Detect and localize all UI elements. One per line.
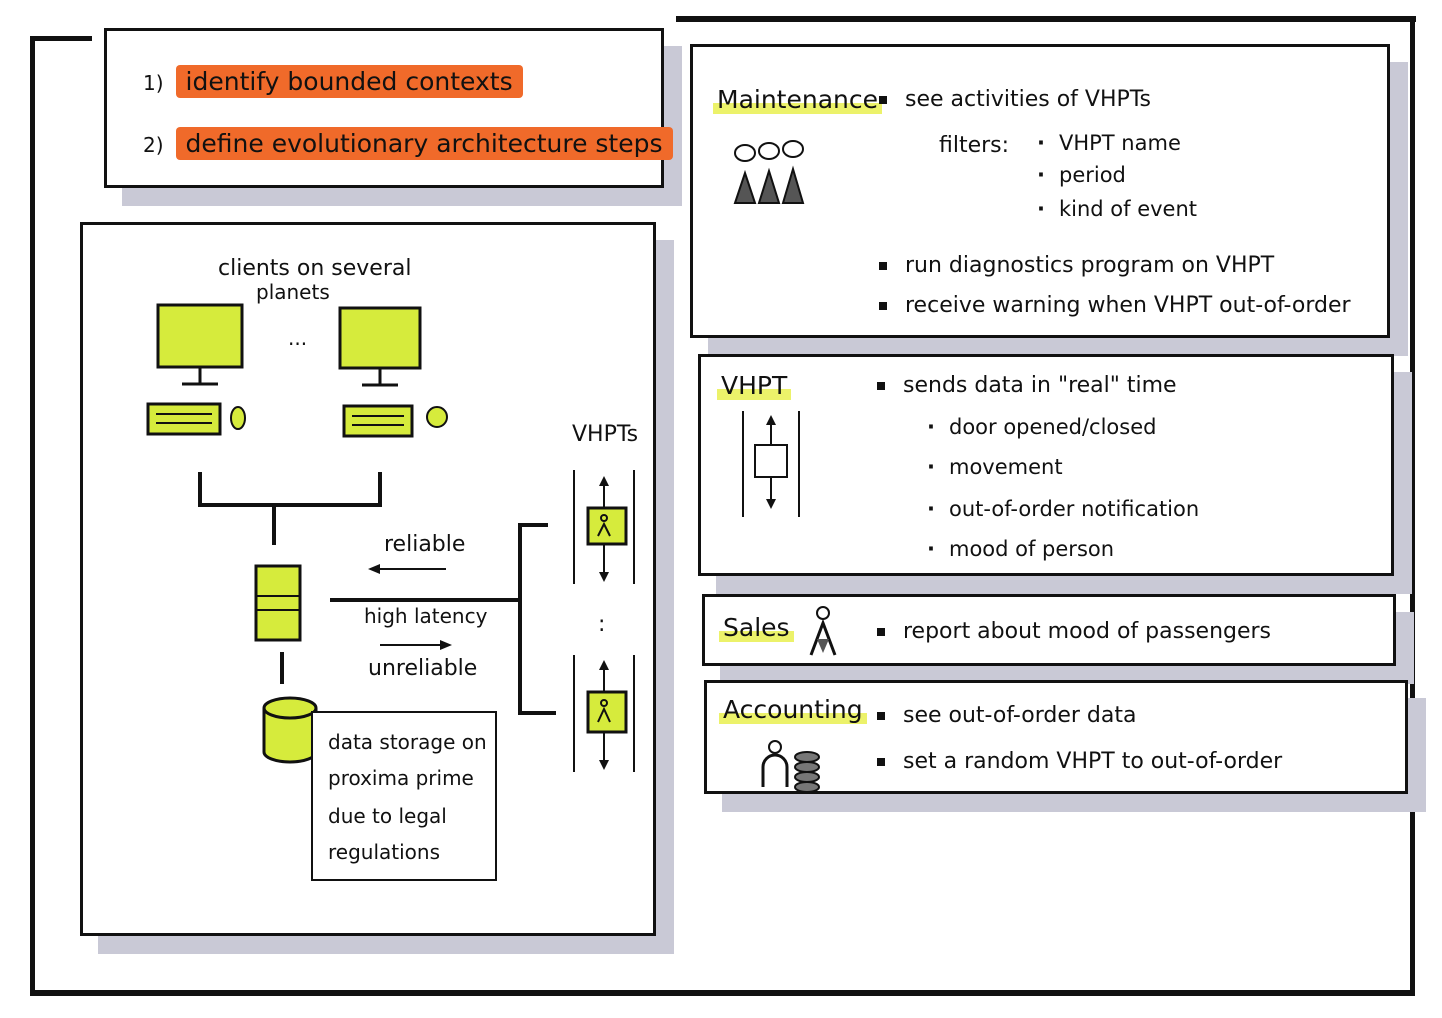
accounting-bullet: set a random VHPT to out-of-order bbox=[877, 749, 1282, 774]
vhpt-title: VHPT bbox=[717, 371, 792, 400]
vhpts-label: VHPTs bbox=[572, 422, 639, 447]
frame-left bbox=[30, 36, 35, 996]
goal-item: 1) identify bounded contexts bbox=[143, 65, 523, 98]
goal-item: 2) define evolutionary architecture steps bbox=[143, 127, 673, 160]
clients-ellipsis: ... bbox=[288, 326, 308, 350]
goal-number: 2) bbox=[143, 133, 164, 157]
frame-top-right bbox=[676, 16, 1416, 22]
frame-bottom bbox=[30, 990, 1415, 996]
maintenance-bullet: receive warning when VHPT out-of-order bbox=[879, 293, 1351, 318]
high-latency-label: high latency bbox=[364, 604, 488, 628]
monitor-icon bbox=[338, 306, 422, 387]
accounting-bullet: see out-of-order data bbox=[877, 703, 1136, 728]
accounting-panel: Accounting see out-of-order data set a r… bbox=[704, 680, 1408, 794]
clients-label: clients on several bbox=[218, 256, 412, 281]
maintenance-bullet: see activities of VHPTs bbox=[879, 87, 1151, 112]
maintenance-bullet: run diagnostics program on VHPT bbox=[879, 253, 1274, 278]
filters-label: filters: bbox=[939, 133, 1010, 158]
keyboard-icon bbox=[342, 404, 414, 438]
vhpt-panel: VHPT sends data in "real" time door open… bbox=[698, 354, 1394, 576]
mouse-icon bbox=[426, 406, 448, 428]
keyboard-icon bbox=[146, 402, 222, 436]
storage-note-line: proxima prime bbox=[328, 766, 474, 790]
person-icon bbox=[761, 740, 789, 787]
filter-item: kind of event bbox=[1037, 197, 1197, 221]
frame-right bbox=[1410, 16, 1415, 996]
accounting-title: Accounting bbox=[719, 695, 867, 724]
goal-text: identify bounded contexts bbox=[175, 65, 523, 98]
mouse-icon bbox=[230, 406, 246, 430]
storage-note-box bbox=[311, 711, 497, 881]
filter-item: period bbox=[1037, 163, 1126, 187]
coins-icon bbox=[794, 751, 820, 793]
server-icon bbox=[254, 564, 302, 642]
frame-top-left bbox=[30, 36, 92, 41]
storage-note-line: due to legal bbox=[328, 804, 447, 828]
monitor-icon bbox=[156, 303, 244, 386]
vhpt-sub-item: out-of-order notification bbox=[927, 497, 1199, 521]
storage-note-line: regulations bbox=[328, 840, 441, 864]
reliable-label: reliable bbox=[384, 532, 466, 557]
elevator-icon bbox=[573, 655, 635, 772]
goal-text: define evolutionary architecture steps bbox=[175, 127, 673, 160]
database-icon bbox=[262, 696, 318, 764]
goals-box: 1) identify bounded contexts 2) define evo… bbox=[104, 28, 673, 188]
sales-panel: Sales report about mood of passengers bbox=[702, 594, 1396, 666]
storage-note-line: data storage on bbox=[328, 730, 487, 754]
vhpt-sub-item: mood of person bbox=[927, 537, 1114, 561]
filter-item: VHPT name bbox=[1037, 131, 1181, 155]
sales-title: Sales bbox=[719, 613, 794, 642]
person-icon bbox=[809, 606, 837, 656]
people-icon bbox=[733, 140, 805, 204]
vhpt-sub-item: movement bbox=[927, 455, 1063, 479]
sales-bullet: report about mood of passengers bbox=[877, 619, 1271, 644]
elevator-icon bbox=[742, 411, 800, 517]
vhpt-bullet: sends data in "real" time bbox=[877, 373, 1177, 398]
clients-label-second-line: planets bbox=[256, 280, 330, 304]
vhpts-vertical-ellipsis: : bbox=[598, 612, 606, 637]
maintenance-title: Maintenance bbox=[713, 85, 882, 114]
unreliable-label: unreliable bbox=[368, 656, 478, 681]
vhpt-sub-item: door opened/closed bbox=[927, 415, 1157, 439]
goal-number: 1) bbox=[143, 71, 164, 95]
elevator-icon bbox=[573, 470, 635, 584]
maintenance-panel: Maintenance see activities of VHPTs filt… bbox=[690, 44, 1390, 338]
